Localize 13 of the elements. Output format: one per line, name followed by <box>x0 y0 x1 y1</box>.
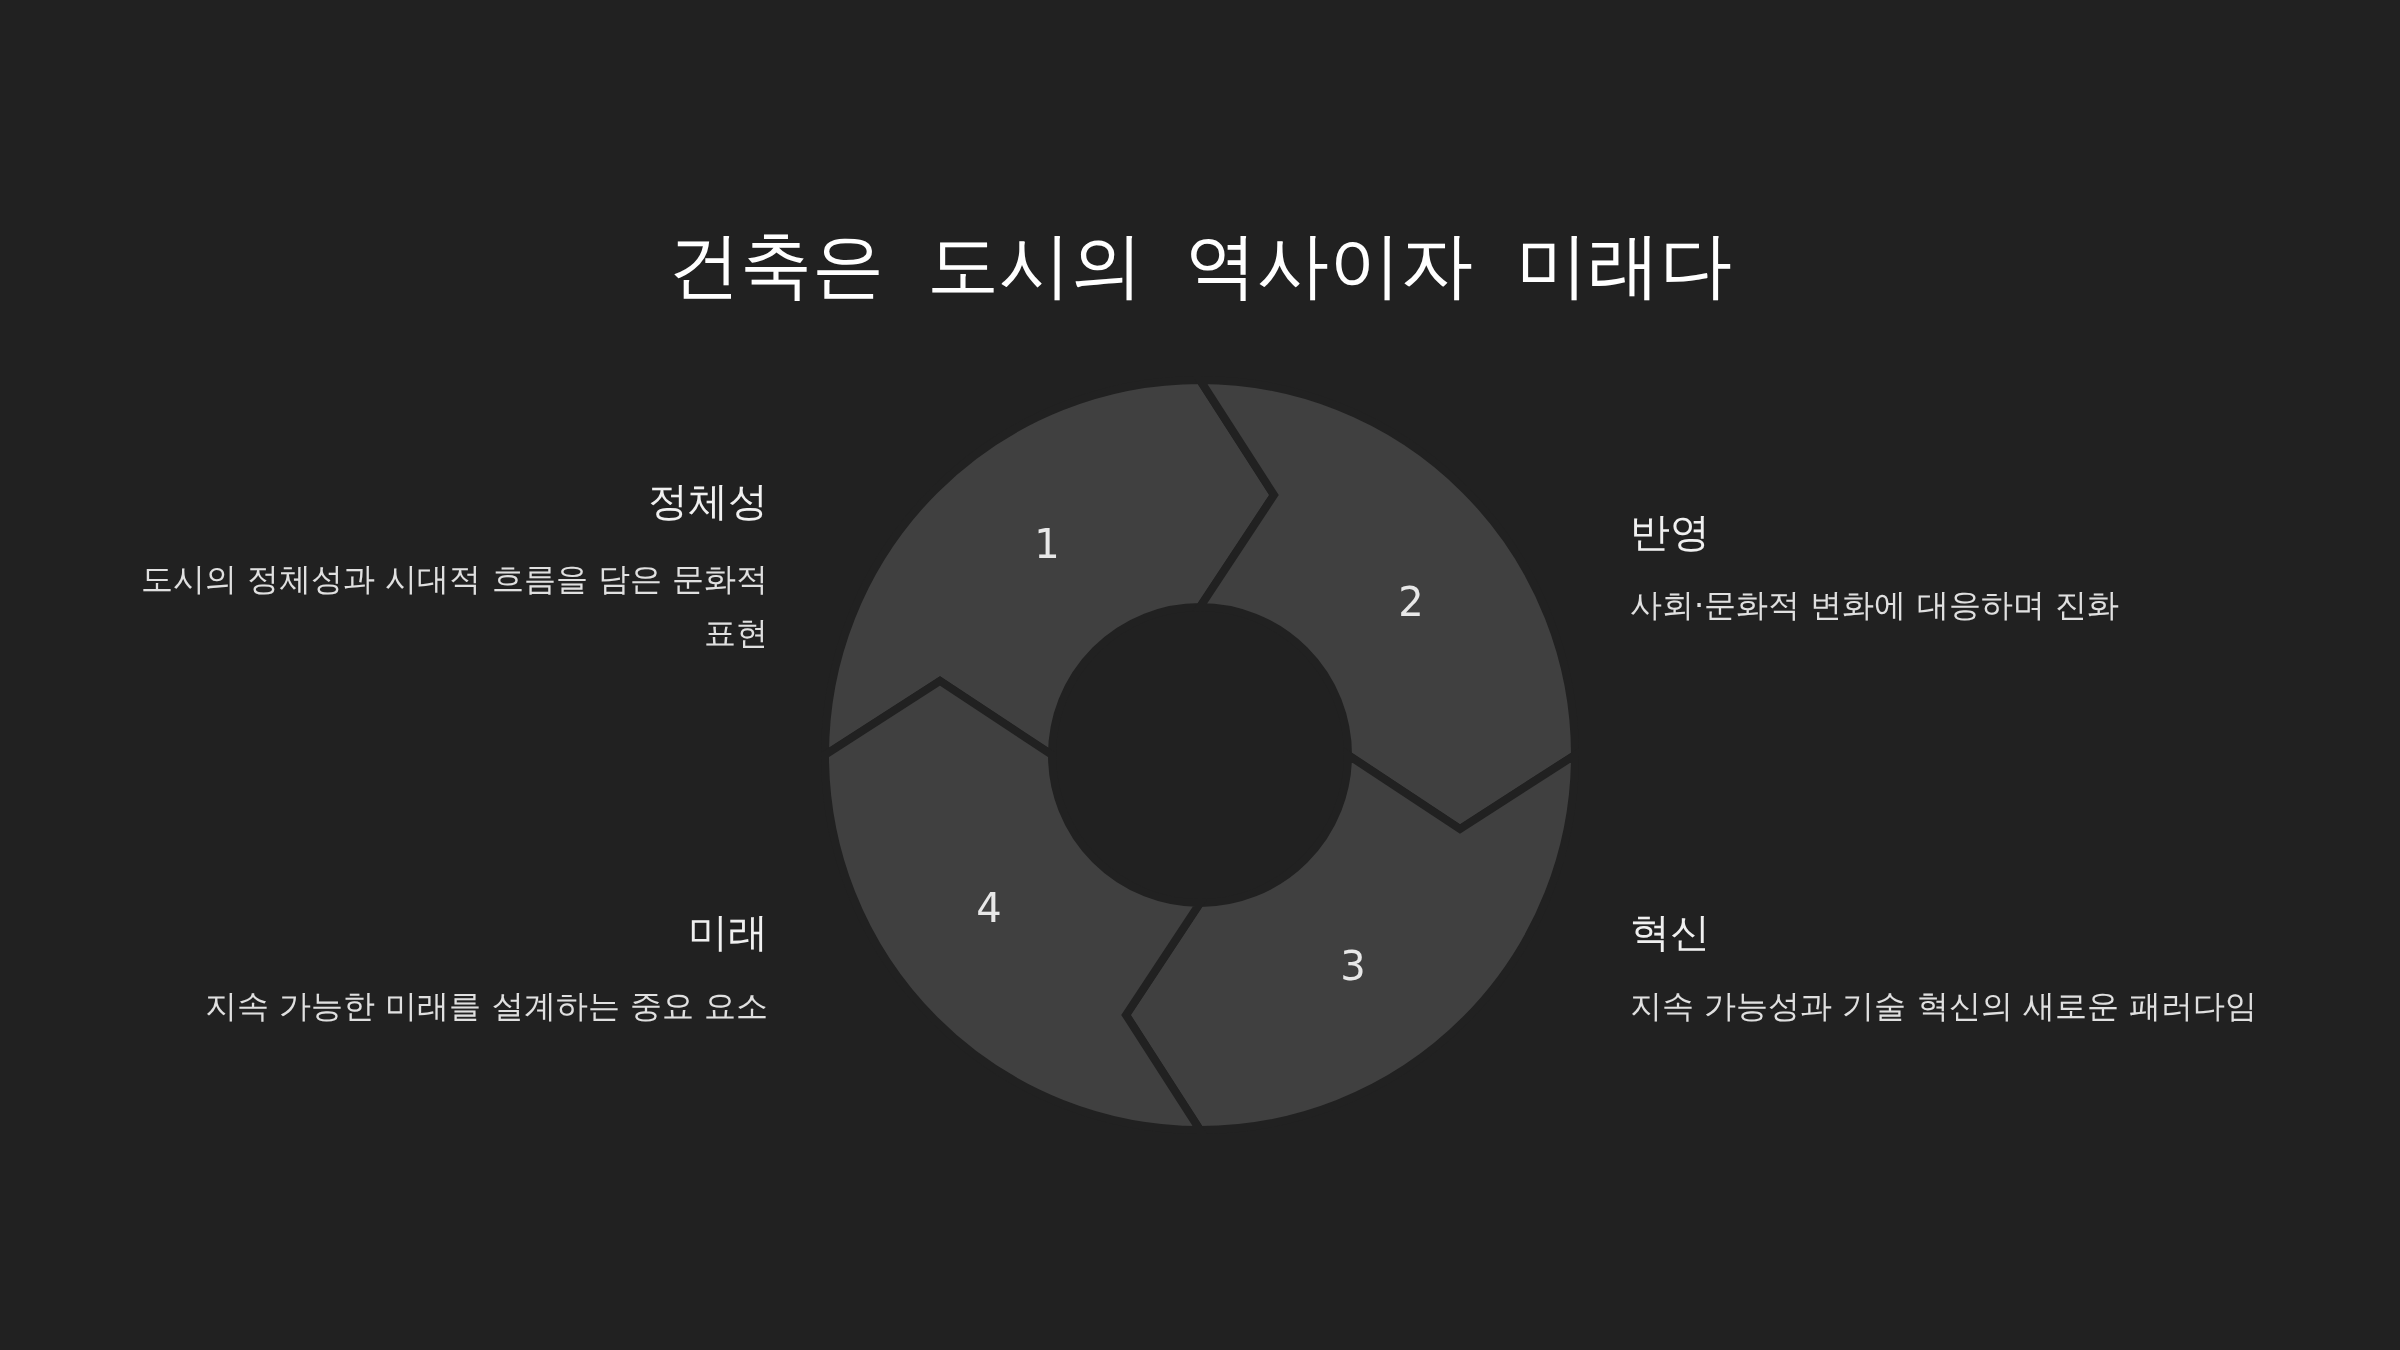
segment-heading: 혁신 <box>1630 908 1710 957</box>
segment-number: 2 <box>1398 579 1424 625</box>
title: 건축은 도시의 역사이자 미래다 <box>666 222 1734 309</box>
segment-number: 3 <box>1340 943 1366 989</box>
segment-description: 지속 가능성과 기술 혁신의 새로운 패러다임 <box>1630 986 2258 1027</box>
segment-number: 4 <box>976 885 1002 931</box>
segment-description: 도시의 정체성과 시대적 흐름을 담은 문화적 표현 <box>140 559 768 654</box>
segment-description: 사회·문화적 변화에 대응하며 진화 <box>1630 585 2120 626</box>
segment-number: 1 <box>1034 521 1060 567</box>
segment-heading: 정체성 <box>648 477 768 526</box>
segment-description: 지속 가능한 미래를 설계하는 중요 요소 <box>204 986 768 1027</box>
segment-heading: 미래 <box>688 908 768 957</box>
segment-heading: 반영 <box>1630 508 1710 557</box>
